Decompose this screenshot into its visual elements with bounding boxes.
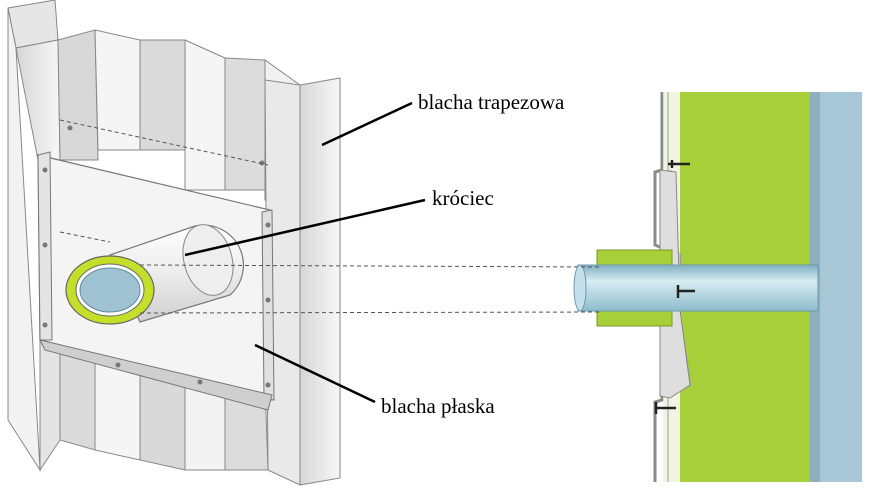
label-flat-sheet: blacha płaska <box>381 394 495 418</box>
label-stub-pipe: króciec <box>432 186 494 210</box>
leader-lines <box>184 101 426 404</box>
wall-cross-section <box>573 92 862 482</box>
trapezoidal-sheet <box>7 0 341 486</box>
label-trapezoidal-sheet: blacha trapezowa <box>418 90 565 114</box>
